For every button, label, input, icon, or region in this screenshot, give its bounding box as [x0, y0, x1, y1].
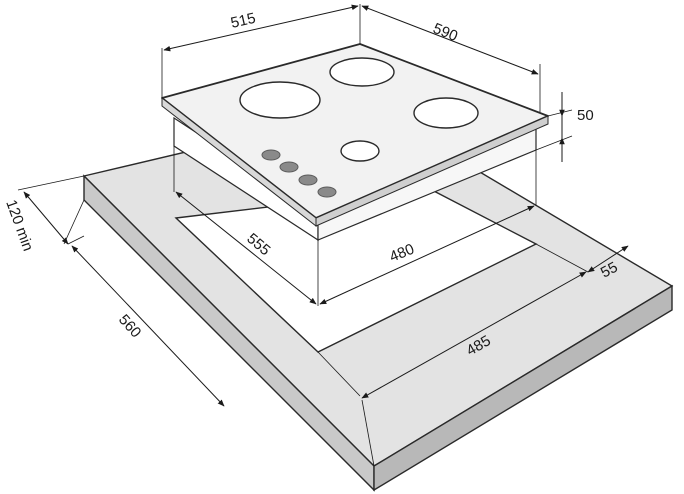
- control-knob: [279, 161, 299, 173]
- burner-back-right: [329, 57, 395, 87]
- label-50: 50: [577, 107, 594, 124]
- dim-line-515: [163, 4, 359, 52]
- dim-line-120: [23, 191, 69, 245]
- dimension-lines: [23, 4, 629, 407]
- extension-lines: [17, 4, 589, 467]
- burner-front-right: [413, 97, 479, 129]
- label-515: 515: [229, 10, 257, 32]
- control-knob: [298, 174, 318, 186]
- label-590: 590: [431, 20, 461, 45]
- control-knob: [317, 186, 337, 198]
- dim-line-560: [71, 245, 225, 407]
- label-120-min: 120 min: [2, 198, 36, 254]
- burner-back-left: [239, 81, 321, 119]
- burner-front-small: [340, 140, 380, 162]
- dim-line-555: [175, 191, 317, 305]
- label-55: 55: [598, 259, 621, 282]
- dim-line-55: [587, 245, 629, 273]
- dim-line-485: [361, 271, 587, 399]
- dim-line-480: [319, 205, 535, 305]
- label-560: 560: [115, 311, 144, 341]
- control-knob: [261, 149, 281, 161]
- dim-line-590: [361, 5, 539, 75]
